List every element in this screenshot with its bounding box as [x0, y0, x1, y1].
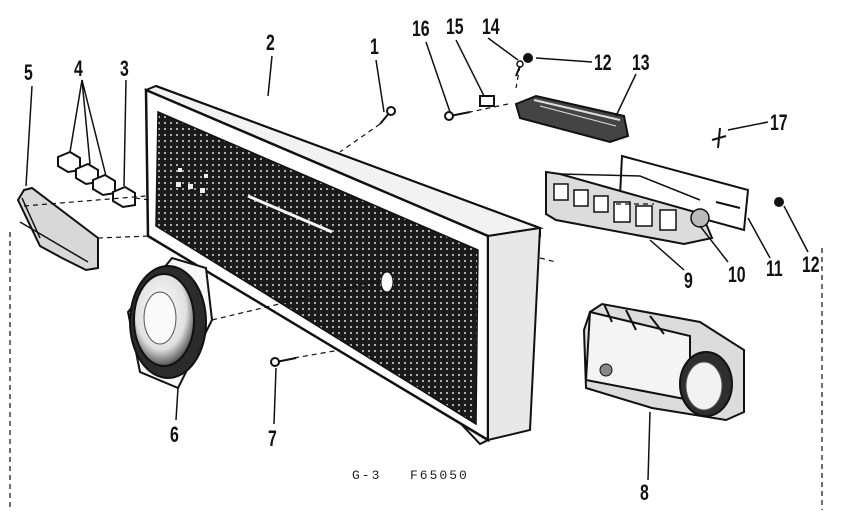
- callout-3: 3: [120, 56, 129, 81]
- end-cap-part-5: [16, 186, 99, 272]
- assembly-guide-lines: [9, 65, 823, 510]
- push-button-part-3: [112, 185, 136, 209]
- callout-14: 14: [482, 14, 500, 39]
- diagram-code: G-3: [352, 468, 382, 483]
- callout-15: 15: [446, 14, 464, 39]
- callout-6: 6: [170, 422, 179, 447]
- callout-10: 10: [728, 262, 746, 287]
- callout-11: 11: [766, 256, 783, 281]
- push-buttons-part-4: [57, 150, 116, 197]
- nut-part-12-top: [523, 53, 533, 63]
- clip-part-17: [711, 127, 727, 149]
- timer-part-8: [582, 302, 745, 422]
- callout-2: 2: [266, 30, 275, 55]
- callout-8: 8: [640, 480, 649, 505]
- callout-5: 5: [24, 60, 33, 85]
- callout-16: 16: [412, 16, 430, 41]
- switch-bracket-parts-9-10-11: [545, 154, 750, 246]
- spacer-part-15: [479, 95, 495, 107]
- knob-part-6: [126, 256, 214, 390]
- callout-4: 4: [74, 56, 83, 81]
- switch-part-13: [514, 94, 630, 144]
- screw-part-16: [444, 111, 471, 121]
- callout-17: 17: [770, 110, 788, 135]
- callout-1: 1: [370, 34, 379, 59]
- diagram-part-number: F65050: [410, 468, 469, 483]
- callout-12-top: 12: [594, 50, 612, 75]
- screw-part-7: [270, 357, 297, 367]
- nut-part-12-right: [774, 197, 784, 207]
- leader-lines: [25, 37, 809, 481]
- callout-9: 9: [684, 268, 693, 293]
- control-panel-part-2: [144, 84, 544, 446]
- callout-12-right: 12: [802, 252, 820, 277]
- callout-13: 13: [632, 50, 650, 75]
- callout-7: 7: [268, 426, 277, 451]
- screw-part-1: [379, 106, 396, 125]
